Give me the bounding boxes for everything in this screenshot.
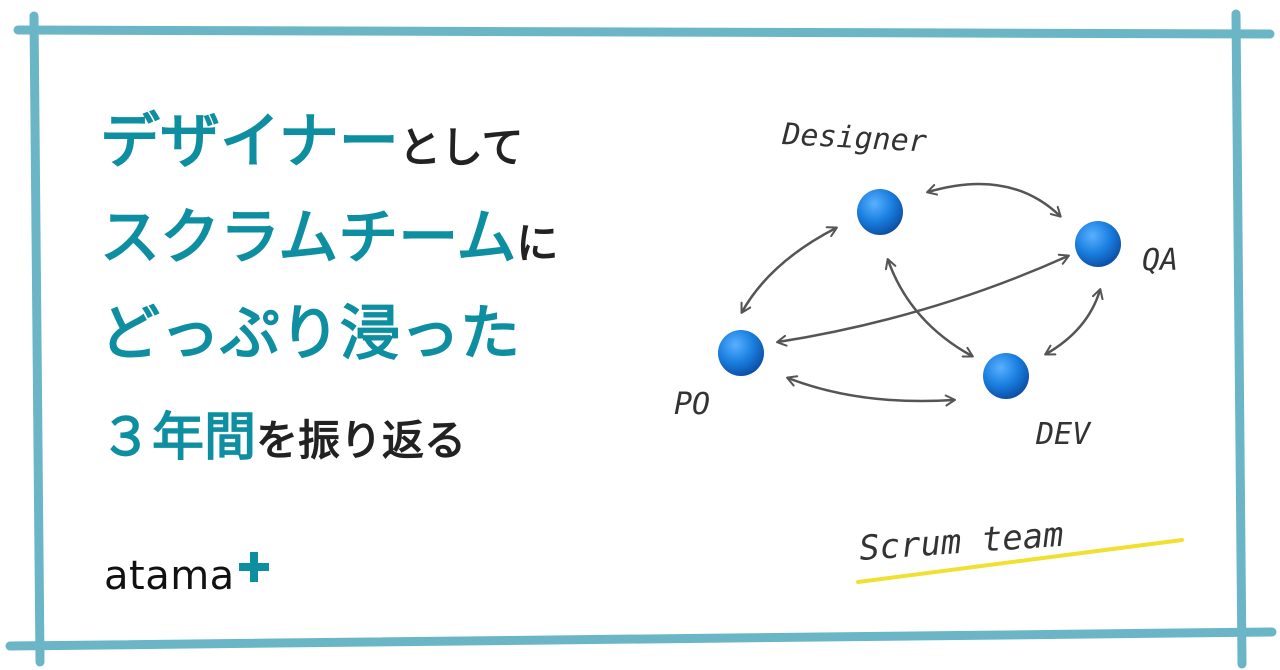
designer-label: Designer <box>781 117 928 160</box>
qa-label: QA <box>1142 243 1178 278</box>
dev-label: DEV <box>1035 417 1092 452</box>
headline-plain: を振り返る <box>256 416 467 465</box>
headline-accent: スクラムチーム <box>100 203 517 273</box>
designer-node <box>857 189 903 235</box>
logo-text: atama <box>104 553 235 599</box>
headline-plain: として <box>398 123 524 172</box>
headline-accent: デザイナー <box>100 107 399 177</box>
headline-accent: どっぷり浸った <box>100 299 520 369</box>
arrow-po-dev <box>786 375 956 407</box>
arrow-qa-dev <box>1044 288 1104 356</box>
arrow-designer-po <box>740 226 838 314</box>
headline-accent: ３年間 <box>100 408 257 468</box>
arrow-designer-qa <box>926 182 1062 218</box>
plus-icon <box>238 552 269 582</box>
headline-plain: に <box>516 219 559 268</box>
headline-line-3: どっぷり浸った <box>100 304 558 412</box>
scrum-team-underline <box>856 538 1184 584</box>
po-label: PO <box>674 387 710 422</box>
headline: デザイナーとして スクラムチームに どっぷり浸った ３年間を振り返る <box>100 112 558 492</box>
headline-line-1: デザイナーとして <box>100 112 558 208</box>
po-node <box>718 330 764 376</box>
arrow-designer-dev <box>884 258 974 358</box>
qa-node <box>1075 221 1121 267</box>
headline-line-2: スクラムチームに <box>100 208 558 304</box>
atama-plus-logo: atama <box>104 546 269 596</box>
headline-line-4: ３年間を振り返る <box>100 412 558 492</box>
dev-node <box>983 353 1029 399</box>
arrow-qa-po <box>776 253 1070 347</box>
